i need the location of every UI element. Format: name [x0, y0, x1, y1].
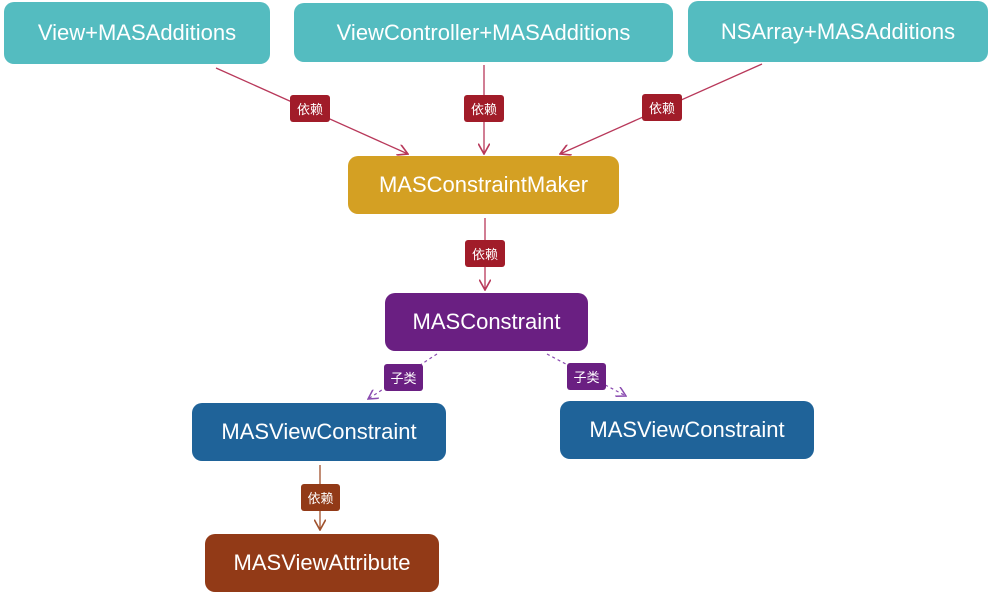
node-viewcontroller-masadditions: ViewController+MASAdditions: [294, 3, 673, 62]
edge-label-subclass: 子类: [567, 363, 606, 390]
node-mas-view-attribute: MASViewAttribute: [205, 534, 439, 592]
node-view-masadditions: View+MASAdditions: [4, 2, 270, 64]
edge-label-dependency: 依赖: [301, 484, 340, 511]
edge-label-dependency: 依赖: [290, 95, 330, 122]
node-mas-view-constraint-right: MASViewConstraint: [560, 401, 814, 459]
edge-constraint-to-view-constraint-left: [368, 353, 438, 399]
node-mas-view-constraint-left: MASViewConstraint: [192, 403, 446, 461]
edge-label-dependency: 依赖: [465, 240, 505, 267]
node-mas-constraint: MASConstraint: [385, 293, 588, 351]
node-mas-constraint-maker: MASConstraintMaker: [348, 156, 619, 214]
node-nsarray-masadditions: NSArray+MASAdditions: [688, 1, 988, 62]
edge-label-dependency: 依赖: [464, 95, 504, 122]
edge-label-dependency: 依赖: [642, 94, 682, 121]
edge-label-subclass: 子类: [384, 364, 423, 391]
